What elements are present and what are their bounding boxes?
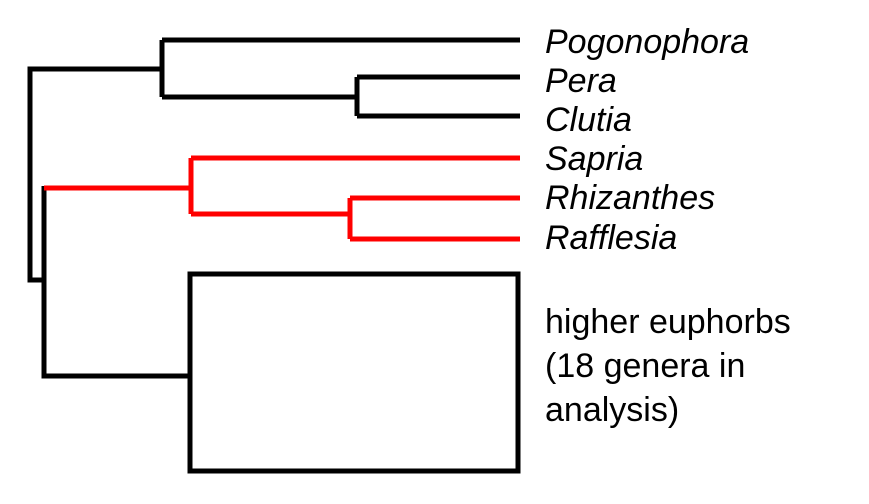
collapsed-group-label-line-1: higher euphorbs (545, 303, 791, 341)
lower-clade-connector-group (41, 186, 188, 379)
taxon-label-rhizanthes: Rhizanthes (545, 179, 716, 217)
collapsed-group-label: higher euphorbs (18 genera in analysis) (545, 300, 791, 432)
root-branches (27, 66, 162, 283)
taxon-label-pogonophora: Pogonophora (545, 23, 750, 61)
collapsed-group-label-line-3: analysis) (545, 391, 680, 429)
pogonophora-pera-clutia-clade (159, 37, 520, 119)
collapsed-group-label-line-2: (18 genera in (545, 347, 746, 385)
root-branch (27, 66, 162, 283)
taxon-label-sapria: Sapria (545, 140, 644, 178)
rafflesiaceae-clade (44, 155, 520, 242)
taxon-label-pera: Pera (545, 62, 617, 100)
taxon-label-rafflesia: Rafflesia (545, 219, 678, 257)
collapsed-clade-box (187, 271, 521, 474)
lower-clade-connector (41, 186, 188, 379)
taxon-label-clutia: Clutia (545, 101, 632, 139)
